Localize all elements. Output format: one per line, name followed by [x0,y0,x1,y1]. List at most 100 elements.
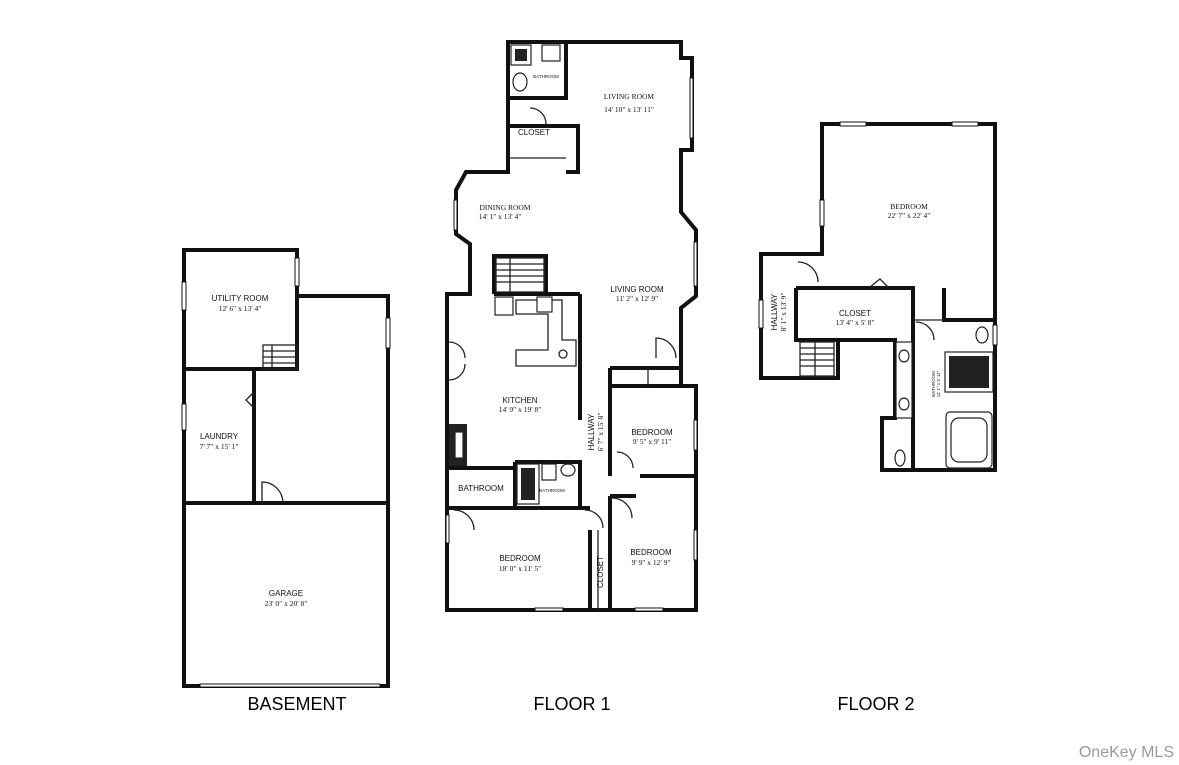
window [819,199,825,227]
sink-fixture [898,349,910,363]
basement-outer-wall [182,248,390,688]
closet-b-label-group: CLOSET [596,556,605,588]
floor2-hallway-label-group: HALLWAY 8' 1" x 13' 9" [770,293,788,332]
living-room-label: LIVING ROOM [610,285,664,294]
toilet-icon [975,326,989,344]
door-swing [869,278,889,288]
floor2-bathroom-label: BATHROOM [931,371,936,397]
utility-room-label: UTILITY ROOM [212,294,269,303]
basement-floor-label: BASEMENT [247,694,346,714]
sink-fixture [541,463,557,481]
bedroom-b-dim: 18' 0" x 11' 5" [499,564,541,573]
utility-room-wall-2 [262,296,299,371]
stove-icon [536,296,553,313]
window [951,121,979,127]
door-swing [245,391,255,409]
hallway-label-group: HALLWAY 6' 7" x 15' 8" [587,413,605,452]
bedroom-a-dim: 9' 5" x 9' 11" [633,437,672,446]
bathroom-small-label: BATHROOM [539,488,565,493]
floor2-plan: BEDROOM 22' 7" x 22' 4" HALLWAY 8' 1" x … [758,121,998,714]
basement-stairs [262,344,298,370]
dining-room-label: DINING ROOM [479,203,530,212]
floor2-closet-dim: 13' 4" x 5' 8" [836,318,875,327]
window [758,299,764,329]
top-bath-wall [508,42,568,100]
window [445,514,450,544]
floor2-hallway-label: HALLWAY [770,293,779,330]
toilet-icon [560,463,576,477]
bathroom-top-label: BATHROOM [533,74,559,79]
window [689,77,694,139]
floor2-bedroom-dim: 22' 7" x 22' 4" [888,211,931,220]
floor2-stairs [799,341,835,377]
door-swing [616,451,634,469]
watermark: OneKey MLS [1079,744,1174,761]
basement-plan: UTILITY ROOM 12' 6" x 13' 4" LAUNDRY 7' … [181,248,391,714]
floor1-stairs [495,257,545,293]
bedroom-a-label: BEDROOM [631,428,673,437]
door-swing [655,337,677,359]
hallway-dim: 6' 7" x 15' 8" [596,413,605,452]
sink-icon [558,349,568,359]
garage-dim: 23' 0" x 20' 8" [265,599,308,608]
utility-room-dim: 12' 6" x 13' 4" [219,304,262,313]
floor2-bathroom-dim: 11' 1" x 5' 11" [936,370,941,397]
door-swing [797,261,819,283]
shower-base [949,356,989,388]
basement-window [385,317,391,349]
bath-wall [942,288,995,322]
floor2-label: FLOOR 2 [837,694,914,714]
bedroom-c-label: BEDROOM [630,548,672,557]
living-room-dim: 11' 2" x 12' 9" [616,294,658,303]
kitchen-dim: 14' 9" x 19' 8" [499,405,542,414]
dining-room-dim: 14' 1" x 13' 4" [479,212,522,221]
bathroom-label: BATHROOM [458,484,504,493]
toilet-icon [512,72,528,92]
closet-wall [796,286,915,340]
laundry-dim: 7' 7" x 15' 1" [200,442,239,451]
basement-window [181,403,187,431]
window [693,241,698,287]
window [693,419,698,451]
floor1-label: FLOOR 1 [533,694,610,714]
shower-base [521,468,535,500]
window [534,607,564,612]
stair-wall [492,254,548,294]
window [453,199,458,231]
kitchen-label: KITCHEN [502,396,537,405]
bathroom-wall [515,460,582,508]
toilet-icon [894,449,906,467]
floor2-outer-wall [759,122,997,472]
door-swing [448,341,466,381]
bedroom-c-dim: 9' 9" x 12' 9" [632,558,671,567]
floor2-hallway-dim: 8' 1" x 13' 9" [779,293,788,332]
floor2-closet-label: CLOSET [839,309,871,318]
kitchen-counter [515,299,577,367]
hall-wall [794,288,838,342]
fireplace-opening [454,431,464,459]
floor1-plan: BATHROOM LIVING ROOM 14' 10" x 13' 11" C… [445,40,698,714]
door-swing [529,107,547,125]
floor2-bathroom-label-group: BATHROOM 11' 1" x 5' 11" [931,370,941,397]
door-swing [611,497,633,519]
hallway-label: HALLWAY [587,413,596,450]
basement-window [181,281,187,311]
window [992,324,998,346]
sink-fixture [541,44,561,62]
closet-label: CLOSET [518,128,550,137]
laundry-label: LAUNDRY [200,432,239,441]
door-swing [453,509,475,531]
floor2-bedroom-label: BEDROOM [890,202,928,211]
garage-label: GARAGE [269,589,303,598]
living-room-top-label: LIVING ROOM [604,92,655,101]
window [693,529,698,561]
door-swing [584,509,604,529]
vanity-icon [895,341,913,419]
window [634,607,664,612]
basement-window [294,257,300,287]
closet-wall [508,124,580,174]
closet-b-label: CLOSET [596,556,605,588]
living-room-top-dim: 14' 10" x 13' 11" [604,105,654,114]
door-swing [261,481,284,504]
